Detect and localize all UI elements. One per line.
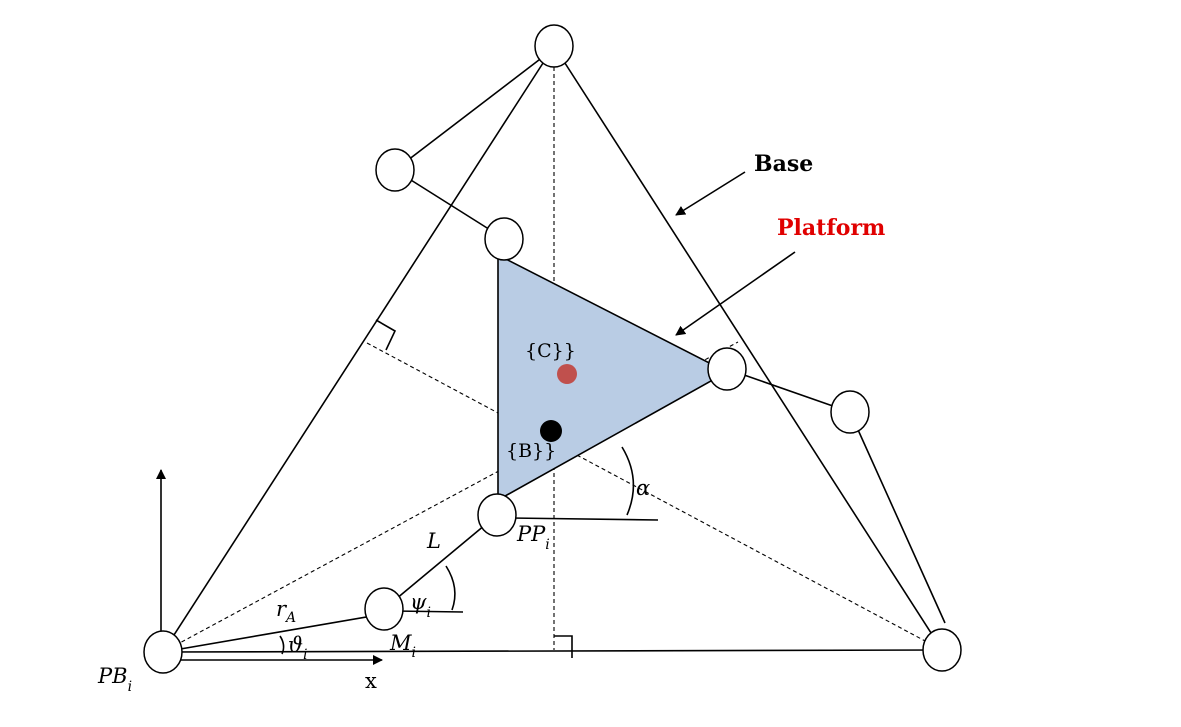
label-platform: Platform: [777, 215, 885, 241]
dashed-median-left: [366, 342, 943, 651]
joint-base-right: [922, 628, 962, 672]
label-x-axis: x: [365, 669, 377, 693]
theta-angle-arc: [279, 635, 285, 655]
right-angle-marker-bottom: [554, 635, 573, 658]
platform-triangle: [497, 253, 729, 502]
joint-top-elbow: [375, 148, 415, 192]
label-m: Mi: [389, 631, 416, 661]
platform-pointer-arrow: [675, 251, 796, 336]
joint-right-elbow: [830, 390, 870, 434]
label-frame-b: {B}}: [506, 440, 556, 462]
psi-angle-arc: [445, 565, 456, 611]
right-angle-marker-left: [375, 319, 397, 351]
joint-base-top: [534, 24, 574, 68]
label-pp: PPi: [516, 522, 550, 553]
joint-platform-top: [484, 217, 524, 261]
joint-left-elbow-m: [364, 587, 404, 631]
base-edge-right: [553, 45, 943, 651]
joint-platform-left-pp: [477, 493, 517, 537]
leg-top-link-upper: [394, 49, 553, 171]
psi-reference-line: [393, 610, 464, 613]
label-base: Base: [754, 151, 813, 177]
label-ra: rA: [276, 597, 296, 626]
alpha-angle-arc: [621, 446, 635, 516]
leg-left-link-ra: [162, 613, 385, 653]
joint-base-left-pb: [143, 630, 183, 674]
base-edge-left: [162, 45, 555, 653]
leg-top-link-lower: [394, 169, 504, 239]
label-alpha: α: [636, 476, 650, 500]
label-frame-c: {C}}: [525, 340, 576, 362]
label-theta: ϑi: [288, 633, 308, 663]
label-psi: ψi: [410, 590, 431, 621]
dashed-median-right: [162, 341, 739, 653]
label-pb: PBi: [97, 664, 132, 695]
base-edge-bottom: [162, 649, 943, 653]
center-point-c: [557, 364, 577, 384]
leg-right-link-outer: [849, 411, 946, 624]
leg-right-link-inner: [726, 368, 851, 413]
center-point-b: [540, 420, 562, 442]
alpha-reference-line: [509, 517, 659, 521]
base-pointer-arrow: [675, 171, 746, 216]
joint-platform-right: [707, 347, 747, 391]
label-L: L: [426, 529, 441, 553]
leg-left-link-L: [383, 514, 498, 610]
